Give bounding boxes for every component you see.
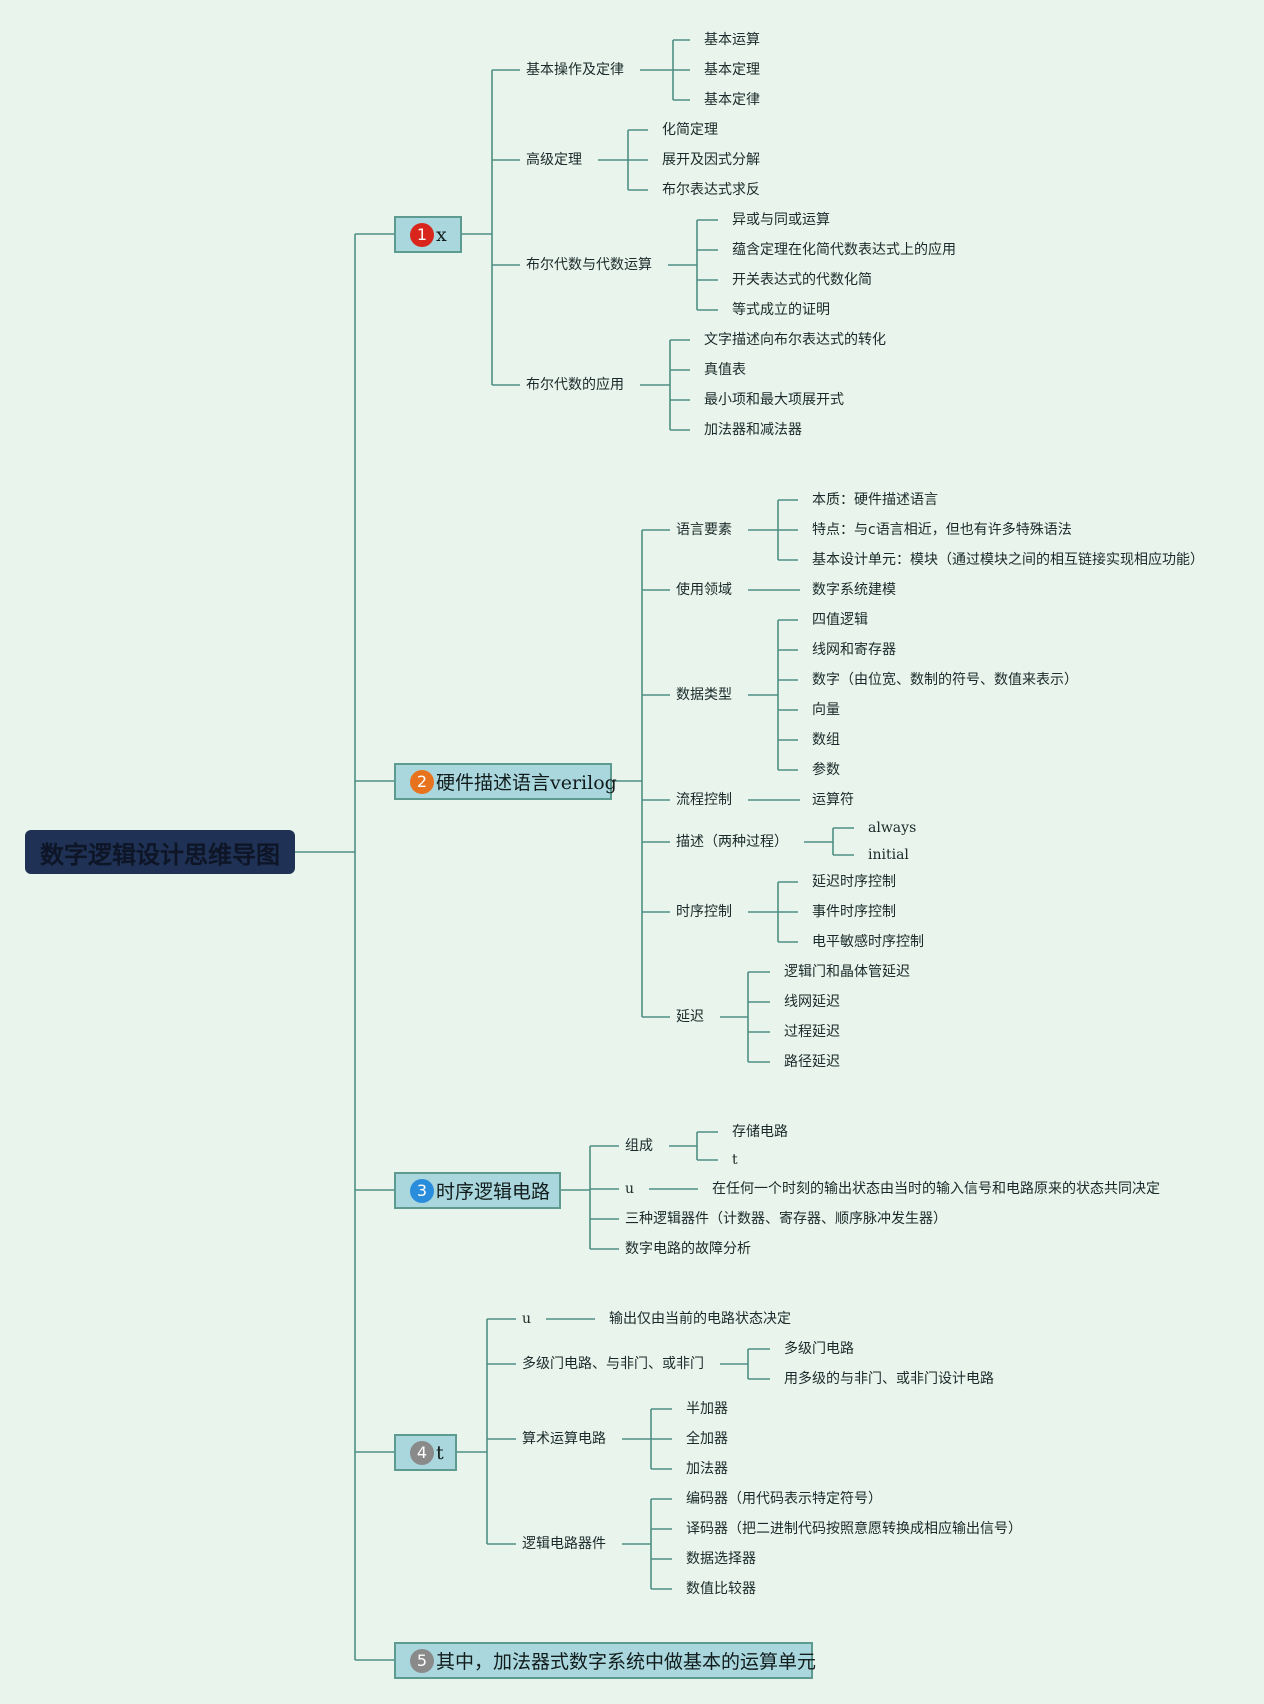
topic-label: 其中，加法器式数字系统中做基本的运算单元 [436,1651,817,1673]
branch-t1-3[interactable]: 布尔代数的应用 [526,377,624,393]
branch-t2-6[interactable]: 延迟 [676,1009,704,1025]
leaf-t4-3-1[interactable]: 译码器（把二进制代码按照意愿转换成相应输出信号） [686,1521,1022,1537]
leaf-t2-1-0[interactable]: 数字系统建模 [812,582,896,598]
leaf-t2-2-1[interactable]: 线网和寄存器 [812,642,896,658]
leaf-t2-2-2[interactable]: 数字（由位宽、数制的符号、数值来表示） [812,672,1078,688]
branch-t2-5[interactable]: 时序控制 [676,904,732,920]
root-title: 数字逻辑设计思维导图 [40,840,280,869]
leaf-t1-2-3[interactable]: 等式成立的证明 [732,302,830,318]
leaf-t2-2-0[interactable]: 四值逻辑 [812,612,868,628]
badge-1-icon: 1 [410,222,434,247]
leaf-t4-1-0[interactable]: 多级门电路 [784,1341,854,1357]
leaf-t2-6-3[interactable]: 路径延迟 [784,1054,840,1070]
topic-label: t [436,1441,444,1464]
branch-t3-1[interactable]: u [625,1181,635,1197]
leaf-t4-2-1[interactable]: 全加器 [686,1431,728,1447]
leaf-t1-3-1[interactable]: 真值表 [704,362,746,378]
topic-1[interactable]: 1 x [394,216,462,253]
branch-t4-3[interactable]: 逻辑电路器件 [522,1536,606,1552]
badge-3-icon: 3 [410,1178,434,1203]
topic-label: 时序逻辑电路 [436,1181,551,1203]
branch-t2-0[interactable]: 语言要素 [676,522,732,538]
leaf-t2-2-5[interactable]: 参数 [812,762,840,778]
leaf-t2-6-1[interactable]: 线网延迟 [784,994,840,1010]
branch-t2-4[interactable]: 描述（两种过程） [676,834,788,850]
leaf-t4-3-0[interactable]: 编码器（用代码表示特定符号） [686,1491,882,1507]
badge-2-icon: 2 [410,769,434,794]
leaf-t2-6-2[interactable]: 过程延迟 [784,1024,840,1040]
leaf-t4-1-1[interactable]: 用多级的与非门、或非门设计电路 [784,1371,994,1387]
branch-t2-1[interactable]: 使用领域 [676,582,732,598]
root-node[interactable]: 数字逻辑设计思维导图 [25,830,295,874]
leaf-t1-3-2[interactable]: 最小项和最大项展开式 [704,392,844,408]
leaf-t2-0-1[interactable]: 特点：与c语言相近，但也有许多特殊语法 [812,522,1072,538]
leaf-t2-4-0[interactable]: always [868,820,917,836]
branch-t1-2[interactable]: 布尔代数与代数运算 [526,257,652,273]
leaf-t4-0-0[interactable]: 输出仅由当前的电路状态决定 [609,1311,791,1327]
leaf-t2-5-1[interactable]: 事件时序控制 [812,904,896,920]
leaf-t3-0-1[interactable]: t [732,1152,738,1168]
leaf-t4-2-2[interactable]: 加法器 [686,1461,728,1477]
leaf-t4-3-2[interactable]: 数据选择器 [686,1551,756,1567]
leaf-t2-2-3[interactable]: 向量 [812,702,840,718]
leaf-t2-2-4[interactable]: 数组 [812,732,840,748]
leaf-t1-3-0[interactable]: 文字描述向布尔表达式的转化 [704,332,886,348]
leaf-t3-0-0[interactable]: 存储电路 [732,1124,788,1140]
branch-t4-1[interactable]: 多级门电路、与非门、或非门 [522,1356,704,1372]
branch-t2-3[interactable]: 流程控制 [676,792,732,808]
branch-t3-3[interactable]: 数字电路的故障分析 [625,1241,751,1257]
branch-t4-0[interactable]: u [522,1311,532,1327]
leaf-t1-2-0[interactable]: 异或与同或运算 [732,212,830,228]
leaf-t2-0-0[interactable]: 本质：硬件描述语言 [812,492,938,508]
topic-4[interactable]: 4 t [394,1434,457,1471]
leaf-t1-2-1[interactable]: 蕴含定理在化简代数表达式上的应用 [732,242,956,258]
leaf-t2-4-1[interactable]: initial [868,847,909,863]
leaf-t2-6-0[interactable]: 逻辑门和晶体管延迟 [784,964,910,980]
leaf-t1-0-0[interactable]: 基本运算 [704,32,760,48]
branch-t1-0[interactable]: 基本操作及定律 [526,62,624,78]
topic-label: x [436,223,447,246]
leaf-t1-0-2[interactable]: 基本定律 [704,92,760,108]
leaf-t1-1-2[interactable]: 布尔表达式求反 [662,182,760,198]
leaf-t4-3-3[interactable]: 数值比较器 [686,1581,756,1597]
leaf-t1-3-3[interactable]: 加法器和减法器 [704,422,802,438]
leaf-t2-5-0[interactable]: 延迟时序控制 [812,874,896,890]
topic-label: 硬件描述语言verilog [436,772,617,794]
branch-t3-0[interactable]: 组成 [625,1138,653,1154]
topic-3[interactable]: 3 时序逻辑电路 [394,1172,561,1209]
branch-t2-2[interactable]: 数据类型 [676,687,732,703]
leaf-t2-3-0[interactable]: 运算符 [812,792,854,808]
branch-t4-2[interactable]: 算术运算电路 [522,1431,606,1447]
leaf-t3-1-0[interactable]: 在任何一个时刻的输出状态由当时的输入信号和电路原来的状态共同决定 [712,1181,1160,1197]
topic-5[interactable]: 5 其中，加法器式数字系统中做基本的运算单元 [394,1642,817,1679]
leaf-t1-1-1[interactable]: 展开及因式分解 [662,152,760,168]
branch-t3-2[interactable]: 三种逻辑器件（计数器、寄存器、顺序脉冲发生器） [625,1211,947,1227]
leaf-t4-2-0[interactable]: 半加器 [686,1401,728,1417]
badge-5-icon: 5 [410,1648,434,1673]
leaf-t1-1-0[interactable]: 化简定理 [662,122,718,138]
topic-2[interactable]: 2 硬件描述语言verilog [394,763,617,800]
leaf-t1-2-2[interactable]: 开关表达式的代数化简 [732,272,872,288]
branch-t1-1[interactable]: 高级定理 [526,152,582,168]
leaf-t2-0-2[interactable]: 基本设计单元：模块（通过模块之间的相互链接实现相应功能） [812,552,1204,568]
badge-4-icon: 4 [410,1440,434,1465]
leaf-t2-5-2[interactable]: 电平敏感时序控制 [812,934,924,950]
leaf-t1-0-1[interactable]: 基本定理 [704,62,760,78]
